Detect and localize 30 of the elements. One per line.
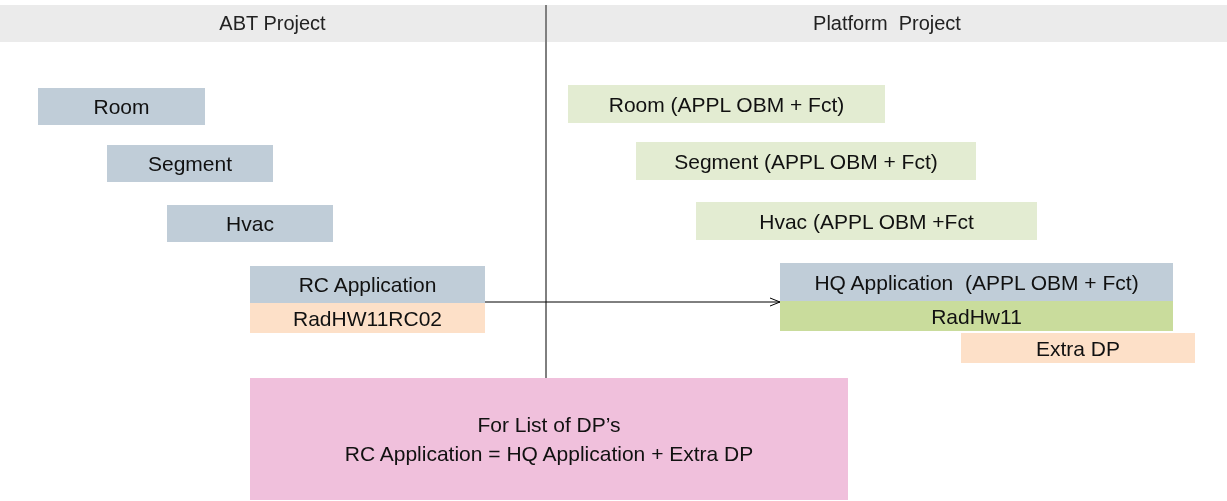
process-box — [250, 266, 485, 303]
box-text: Room — [93, 94, 150, 120]
arrow — [484, 297, 781, 307]
process-box — [780, 263, 1173, 301]
process-box — [250, 303, 485, 333]
box-text: Segment — [147, 151, 233, 177]
box-text: Hvac (APPL OBM +Fct — [759, 208, 974, 235]
column-header — [0, 5, 545, 42]
process-box — [780, 301, 1173, 331]
process-box — [568, 85, 885, 123]
process-box — [107, 145, 273, 182]
process-box — [696, 202, 1037, 240]
box-text: Segment (APPL OBM + Fct) — [674, 148, 938, 175]
process-box — [636, 142, 976, 180]
box-text: RC Application = HQ Application + Extra DP — [344, 441, 754, 467]
box-text: Hvac — [226, 211, 274, 237]
column-header — [547, 5, 1227, 42]
process-box — [961, 333, 1195, 363]
process-box — [167, 205, 333, 242]
box-text: RadHW11RC02 — [293, 305, 442, 332]
box-text: For List of DP’s — [477, 412, 621, 438]
box-text: RC Application — [298, 272, 437, 298]
box-text: Extra DP — [1036, 335, 1120, 362]
box-text: RadHw11 — [931, 303, 1022, 330]
box-text: Room (APPL OBM + Fct) — [608, 91, 845, 118]
box-text: ABT Project — [219, 11, 326, 36]
box-text: HQ Application (APPL OBM + Fct) — [814, 269, 1139, 296]
box-text: Platform Project — [813, 11, 961, 36]
note-box — [250, 378, 848, 500]
process-box — [38, 88, 205, 125]
